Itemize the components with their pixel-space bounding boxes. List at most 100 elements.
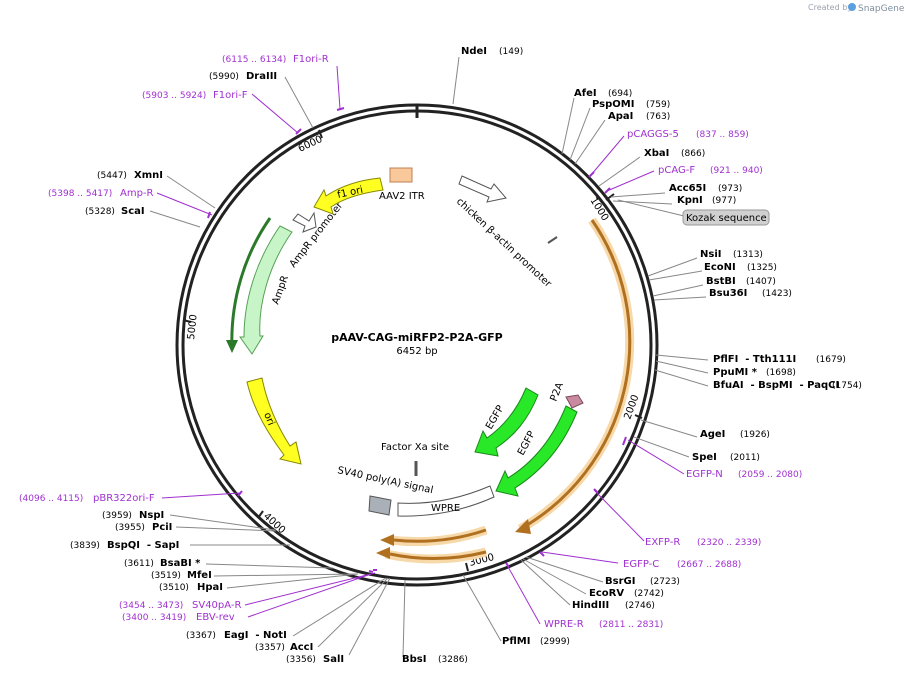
site-bsu36i: Bsu36I (1423) xyxy=(709,288,792,299)
site-kpni: KpnI (977) xyxy=(677,195,736,206)
svg-text:(3959): (3959) xyxy=(102,511,132,521)
svg-text:AgeI: AgeI xyxy=(700,429,725,440)
site-acci: AccI (3357) xyxy=(255,642,313,653)
primer-pcaggs-5: pCAGGS-5 (837 .. 859) xyxy=(627,129,749,140)
svg-text:EXFP-R: EXFP-R xyxy=(645,537,680,548)
svg-text:BfuAI - BspMI - PaqCI: BfuAI - BspMI - PaqCI xyxy=(713,380,839,391)
svg-text:BstBI: BstBI xyxy=(706,276,736,287)
svg-text:SV40pA-R: SV40pA-R xyxy=(192,600,241,611)
svg-text:WPRE-R: WPRE-R xyxy=(544,619,584,630)
svg-text:EcoRV: EcoRV xyxy=(589,588,624,599)
svg-text:(3367): (3367) xyxy=(186,631,216,641)
svg-text:PpuMI *: PpuMI * xyxy=(713,367,758,378)
svg-text:(5398 .. 5417): (5398 .. 5417) xyxy=(48,189,112,199)
site-ecorv: EcoRV (2742) xyxy=(589,588,664,599)
svg-text:(1698): (1698) xyxy=(766,368,796,378)
feature-cba-promoter xyxy=(458,175,507,203)
feature-orf-2-arrow xyxy=(380,534,394,546)
feature-cba-end-mark xyxy=(547,236,558,244)
label-ampr: AmpR xyxy=(270,274,291,306)
svg-text:(6115 .. 6134): (6115 .. 6134) xyxy=(222,55,286,65)
svg-text:SalI: SalI xyxy=(323,654,344,665)
site-nsii: NsiI (1313) xyxy=(700,249,763,260)
feature-orf-3-arrow xyxy=(376,547,390,559)
credit-brand: SnapGene xyxy=(858,4,905,14)
label-kozak: Kozak sequence xyxy=(686,213,767,224)
primer-leaders xyxy=(156,65,685,625)
site-ndei: NdeI (149) xyxy=(461,46,523,57)
label-cba-promoter: chicken β-actin promoter xyxy=(454,196,554,290)
site-bsrgi: BsrGI (2723) xyxy=(605,576,680,587)
feature-egfp-2 xyxy=(495,405,578,497)
primer-f1ori-r: F1ori-R (6115 .. 6134) xyxy=(222,54,329,65)
feature-ori xyxy=(246,377,302,465)
svg-text:(3286): (3286) xyxy=(438,655,468,665)
site-hindiii: HindIII (2746) xyxy=(572,600,655,611)
svg-text:(1754): (1754) xyxy=(832,381,862,391)
site-bsabi: BsaBI * (3611) xyxy=(124,558,201,569)
svg-text:(973): (973) xyxy=(718,184,742,194)
svg-text:(1313): (1313) xyxy=(733,250,763,260)
plasmid-size: 6452 bp xyxy=(396,346,437,357)
feature-ampr-orf-line xyxy=(230,217,272,351)
site-econi: EcoNI (1325) xyxy=(704,262,777,273)
svg-text:(2811 .. 2831): (2811 .. 2831) xyxy=(599,620,663,630)
svg-text:Acc65I: Acc65I xyxy=(669,183,706,194)
site-pflfi-tth111i: PflFI - Tth111I (1679) xyxy=(713,354,846,365)
svg-text:NspI: NspI xyxy=(139,510,164,521)
svg-text:(2320 .. 2339): (2320 .. 2339) xyxy=(697,538,761,548)
svg-text:(977): (977) xyxy=(712,196,736,206)
svg-text:BspQI - SapI: BspQI - SapI xyxy=(107,540,179,551)
site-hpai: HpaI (3510) xyxy=(159,582,223,593)
feature-orf-main-arrow xyxy=(515,519,531,534)
svg-text:ScaI: ScaI xyxy=(121,206,145,217)
feature-ampr xyxy=(239,225,293,355)
site-sali: SalI (3356) xyxy=(286,654,344,665)
tick-4000: 4000 xyxy=(257,510,287,536)
site-xbai: XbaI (866) xyxy=(644,148,705,159)
site-eagi-noti: EagI - NotI (3367) xyxy=(186,630,287,641)
svg-text:MfeI: MfeI xyxy=(187,570,212,581)
svg-text:AccI: AccI xyxy=(290,642,313,653)
svg-text:(2723): (2723) xyxy=(650,577,680,587)
primer-sv40pa-r: SV40pA-R (3454 .. 3473) xyxy=(119,600,241,611)
svg-text:EagI - NotI: EagI - NotI xyxy=(224,630,287,641)
primer-exfp-r: EXFP-R (2320 .. 2339) xyxy=(645,537,761,548)
svg-text:(763): (763) xyxy=(646,112,670,122)
svg-text:HpaI: HpaI xyxy=(197,582,223,593)
svg-text:XmnI: XmnI xyxy=(134,170,163,181)
svg-text:(3611): (3611) xyxy=(124,559,154,569)
svg-text:(2011): (2011) xyxy=(730,453,760,463)
site-draiii: DraIII (5990) xyxy=(209,71,277,82)
feature-p2a xyxy=(565,394,584,409)
label-sv40-polya: SV40 poly(A) signal xyxy=(336,465,434,496)
svg-text:(1407): (1407) xyxy=(746,277,776,287)
svg-text:BsaBI *: BsaBI * xyxy=(160,558,201,569)
svg-text:(1679): (1679) xyxy=(816,355,846,365)
site-bstbi: BstBI (1407) xyxy=(706,276,776,287)
svg-text:(149): (149) xyxy=(499,47,523,57)
svg-text:(2999): (2999) xyxy=(540,637,570,647)
label-ori: ori xyxy=(261,411,276,427)
kozak-leader xyxy=(617,199,685,217)
site-nspi: NspI (3959) xyxy=(102,510,164,521)
svg-text:XbaI: XbaI xyxy=(644,148,669,159)
svg-text:(5447): (5447) xyxy=(97,171,127,181)
svg-text:(5990): (5990) xyxy=(209,72,239,82)
svg-text:NsiI: NsiI xyxy=(700,249,721,260)
svg-text:EcoNI: EcoNI xyxy=(704,262,736,273)
svg-text:(3400 .. 3419): (3400 .. 3419) xyxy=(122,613,186,623)
svg-text:(1926): (1926) xyxy=(740,430,770,440)
site-mfei: MfeI (3519) xyxy=(151,570,212,581)
site-agei: AgeI (1926) xyxy=(700,429,770,440)
svg-text:(694): (694) xyxy=(608,89,632,99)
label-factor-xa: Factor Xa site xyxy=(381,442,449,453)
svg-text:KpnI: KpnI xyxy=(677,195,703,206)
svg-text:(759): (759) xyxy=(646,100,670,110)
feature-wpre xyxy=(397,485,495,517)
site-pcii: PciI (3955) xyxy=(115,522,172,533)
feature-orf-2 xyxy=(393,528,487,543)
tick-5000: 5000 xyxy=(182,314,200,340)
primer-marks xyxy=(207,107,627,573)
site-xmni: XmnI (5447) xyxy=(97,170,163,181)
